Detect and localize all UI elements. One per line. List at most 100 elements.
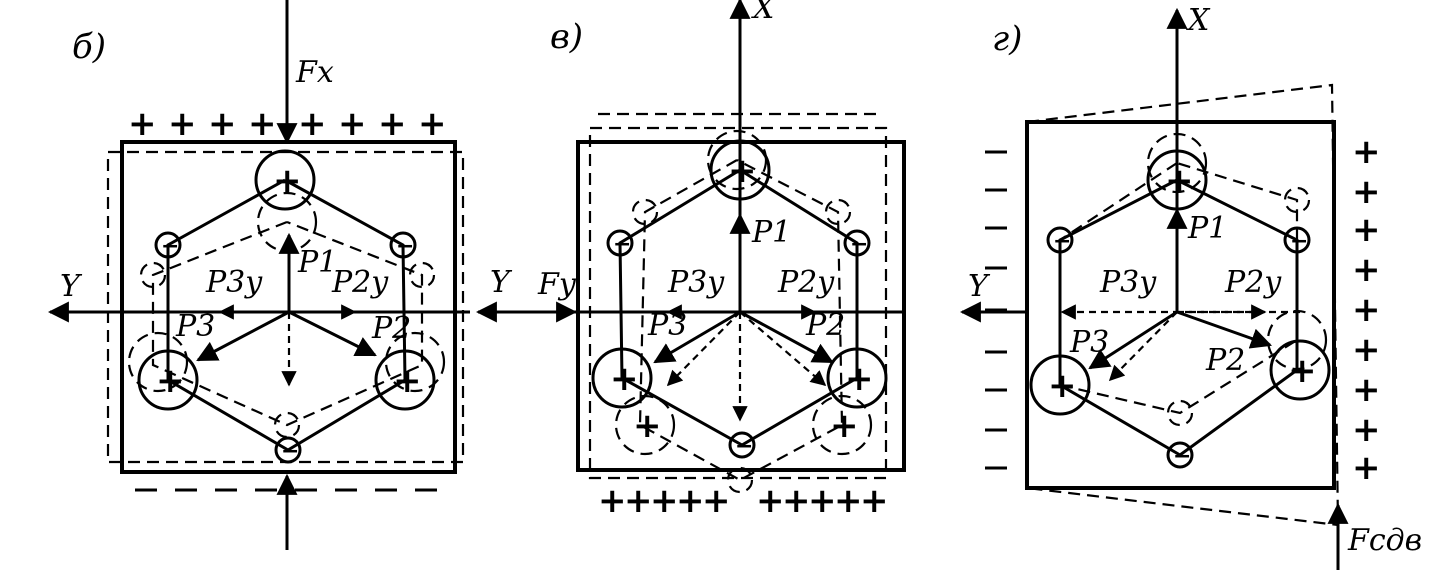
panel-g-atom-bottom-right-shifted: [1266, 309, 1328, 371]
panel-v-atom-bottom: [728, 431, 756, 459]
panel-b-atom-left-shifted: [139, 261, 167, 289]
panel-g-atom-bottom-shifted: [1166, 399, 1194, 427]
panel-v-p2y-label: P2y: [777, 265, 835, 300]
svg-text:+: +: [1288, 351, 1317, 391]
svg-text:+: +: [756, 481, 785, 521]
panel-b-atom-bottom-shifted: [273, 411, 301, 439]
panel-b-force-label: Fx: [295, 55, 334, 90]
svg-text:+: +: [830, 406, 859, 446]
panel-b-atom-bottom-left-shifted: [127, 331, 189, 393]
svg-text:+: +: [248, 104, 277, 144]
panel-g-p2y-label: P2y: [1224, 265, 1282, 300]
svg-text:+: +: [598, 481, 627, 521]
panel-g-p3-arrow: [1088, 310, 1178, 370]
panel-v-atom-bottom-right: [826, 347, 888, 409]
svg-text:+: +: [378, 104, 407, 144]
panel-g: г) X Y + + + + + + + + + Fсдв: [959, 3, 1422, 570]
svg-text:+: +: [298, 104, 327, 144]
panel-g-y-label: Y: [968, 269, 991, 304]
panel-b-atom-bottom-right-shifted: [384, 331, 446, 393]
svg-text:+: +: [1352, 172, 1381, 212]
svg-text:+: +: [1352, 448, 1381, 488]
panel-g-atom-bottom: [1166, 441, 1194, 469]
panel-v-p1-label: P1: [751, 215, 791, 250]
svg-text:−: −: [613, 232, 631, 257]
svg-text:+: +: [1352, 250, 1381, 290]
panel-b-p3y-label: P3y: [205, 265, 263, 300]
svg-text:+: +: [208, 104, 237, 144]
panel-g-label: г): [992, 19, 1022, 59]
svg-text:−: −: [281, 439, 299, 464]
panel-v-p2-shifted-arrow: [739, 311, 827, 387]
panel-v-y-label: Y: [490, 265, 513, 300]
svg-text:+: +: [650, 481, 679, 521]
panel-g-right-signs: + + + + + + + + +: [1352, 132, 1381, 488]
panel-g-atom-bottom-left: [1029, 354, 1091, 416]
panel-b-p2-arrow: [288, 310, 377, 357]
svg-text:+: +: [610, 359, 639, 399]
panel-b-p3-arrow: [196, 310, 290, 362]
panel-g-p3-shifted-arrow: [1108, 311, 1178, 382]
svg-text:+: +: [702, 481, 731, 521]
panel-v-label: в): [550, 17, 583, 57]
panel-g-left-signs: [985, 150, 1007, 470]
panel-g-force-label: Fсдв: [1347, 523, 1422, 558]
svg-text:+: +: [782, 481, 811, 521]
panel-b-p2-label: P2: [371, 311, 411, 346]
panel-g-atom-right-shifted: [1283, 186, 1311, 214]
panel-v-atom-right: [843, 229, 871, 257]
svg-text:+: +: [633, 406, 662, 446]
panel-g-atom-top-shifted: [1146, 132, 1208, 194]
svg-text:+: +: [1352, 210, 1381, 250]
panel-v-atom-top: [709, 139, 771, 201]
panel-b-atom-right: [389, 231, 417, 259]
panel-b-atom-bottom-left: [137, 349, 199, 411]
svg-text:+: +: [834, 481, 863, 521]
panel-b: б) + + + + + + + + Fx Y +: [47, 0, 470, 550]
panel-b-atom-top: [254, 149, 316, 211]
panel-v-p3-shifted-arrow: [666, 311, 741, 387]
panel-v-p2-arrow: [739, 310, 834, 364]
svg-text:+: +: [676, 481, 705, 521]
svg-text:−: −: [735, 434, 753, 459]
svg-text:+: +: [273, 161, 302, 201]
panel-v-atom-left: [606, 229, 634, 257]
panel-b-atom-right-shifted: [408, 261, 436, 289]
panel-v-p2-label: P2: [805, 308, 845, 343]
svg-text:+: +: [338, 104, 367, 144]
svg-text:+: +: [418, 104, 447, 144]
panel-v-atom-bottom-shifted: [726, 466, 754, 494]
panel-g-hexagon-deformed: [1058, 161, 1299, 415]
panel-b-p3-label: P3: [175, 309, 215, 344]
svg-text:+: +: [845, 359, 874, 399]
panel-v-hexagon-deformed: [638, 159, 844, 482]
svg-text:+: +: [1048, 366, 1077, 406]
svg-text:+: +: [1352, 330, 1381, 370]
panel-g-p3y-label: P3y: [1099, 265, 1157, 300]
panel-v-p3y-label: P3y: [667, 265, 725, 300]
panel-b-hexagon-deformed: [151, 220, 424, 427]
panel-v-x-label: X: [751, 0, 776, 26]
panel-v-p3-arrow: [653, 310, 741, 364]
panel-v-force-label: Fy: [537, 267, 577, 302]
panel-b-hexagon: [166, 178, 407, 452]
panel-g-atom-right: [1283, 226, 1311, 254]
svg-text:+: +: [1165, 161, 1194, 201]
panel-b-p1-label: P1: [297, 245, 337, 280]
panel-b-atom-bottom: [274, 436, 302, 464]
panel-g-p1-label: P1: [1187, 211, 1227, 246]
svg-text:+: +: [860, 481, 889, 521]
panel-v-p3-label: P3: [647, 308, 687, 343]
panel-b-atom-bottom-right: [374, 349, 436, 411]
panel-v-atom-top-shifted: [706, 129, 768, 191]
panel-b-label: б): [72, 27, 106, 67]
panel-v-atom-bottom-left: [591, 347, 653, 409]
svg-text:+: +: [624, 481, 653, 521]
svg-text:+: +: [168, 104, 197, 144]
panel-b-p2y-label: P2y: [331, 265, 389, 300]
panel-g-p2-label: P2: [1205, 343, 1245, 378]
svg-text:+: +: [808, 481, 837, 521]
svg-text:−: −: [1053, 229, 1071, 254]
panel-v-bottom-signs: + + + + + + + + + +: [598, 481, 889, 521]
